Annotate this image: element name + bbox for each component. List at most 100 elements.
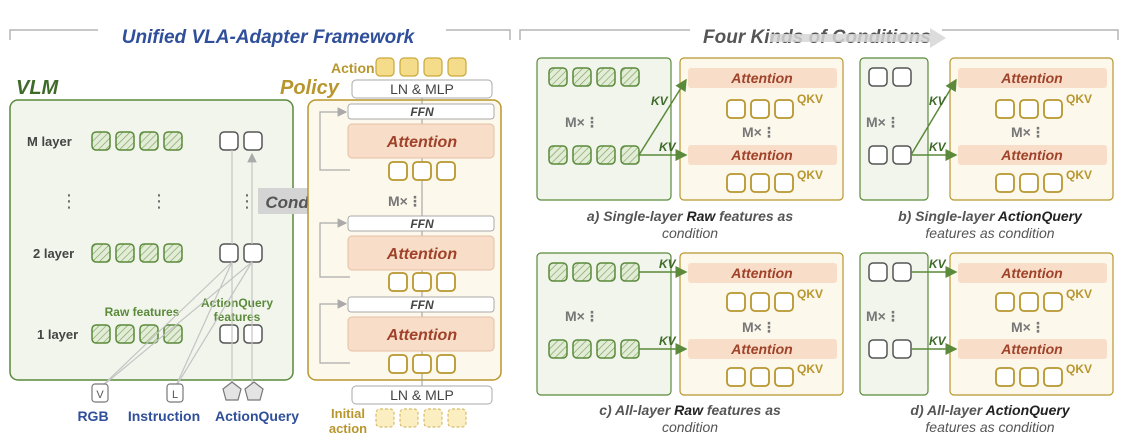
right-title-arrow — [770, 28, 946, 48]
svg-text:⋮: ⋮ — [150, 191, 168, 211]
svg-text:Attention: Attention — [386, 327, 457, 344]
initial-action-label-2: action — [329, 421, 367, 436]
svg-text:Attention: Attention — [730, 265, 792, 281]
panel-b: M×⋮ Attention QKV M×⋮ Attention QKV KV K… — [859, 57, 1114, 241]
svg-text:b) Single-layer ActionQuery: b) Single-layer ActionQuery — [898, 208, 1083, 224]
vlm-actionquery-tokens — [219, 131, 263, 344]
svg-text:M×⋮: M×⋮ — [1011, 124, 1045, 140]
ln-mlp-bottom — [351, 385, 493, 405]
actionquery-pentagon-1 — [222, 381, 242, 401]
svg-text:FFN: FFN — [410, 105, 434, 119]
panel-c: M×⋮ Attention QKV M×⋮ Attention QKV KV K… — [536, 252, 844, 435]
svg-text:features as condition: features as condition — [925, 419, 1054, 435]
svg-text:QKV: QKV — [1066, 168, 1092, 182]
attention-box-3 — [347, 316, 495, 352]
ffn-box-2 — [347, 215, 495, 232]
svg-text:d) All-layer ActionQuery: d) All-layer ActionQuery — [910, 402, 1070, 418]
svg-text:a) Single-layer Raw features a: a) Single-layer Raw features as — [587, 208, 793, 224]
layer-2-label: 2 layer — [33, 246, 74, 261]
svg-text:Attention: Attention — [1000, 265, 1062, 281]
attention-box-1 — [347, 123, 495, 159]
svg-text:features as condition: features as condition — [925, 225, 1054, 241]
svg-text:QKV: QKV — [1066, 362, 1092, 376]
svg-text:KV: KV — [929, 334, 947, 348]
rgb-label: RGB — [77, 408, 108, 424]
svg-text:condition: condition — [662, 419, 718, 435]
svg-text:M×⋮: M×⋮ — [742, 124, 776, 140]
raw-features-label: Raw features — [105, 305, 180, 319]
input-actionquery: ActionQuery — [215, 381, 299, 424]
svg-text:QKV: QKV — [1066, 287, 1092, 301]
svg-text:M×⋮: M×⋮ — [866, 114, 900, 130]
svg-text:QKV: QKV — [797, 362, 823, 376]
svg-text:KV: KV — [929, 257, 947, 271]
svg-text:M×⋮: M×⋮ — [866, 308, 900, 324]
svg-text:⋮: ⋮ — [238, 191, 256, 211]
policy-block-3: FFN Attention — [319, 296, 495, 374]
svg-text:M×⋮: M×⋮ — [565, 308, 599, 324]
layer-m-label: M layer — [27, 134, 72, 149]
left-title: Unified VLA-Adapter Framework — [122, 27, 416, 48]
svg-text:QKV: QKV — [797, 92, 823, 106]
svg-text:QKV: QKV — [797, 168, 823, 182]
svg-text:KV: KV — [659, 140, 677, 154]
panel-d: M×⋮ Attention QKV M×⋮ Attention QKV KV K… — [859, 252, 1114, 435]
policy-block-2: FFN Attention — [319, 215, 495, 292]
rgb-glyph-box — [91, 383, 109, 403]
svg-text:Attention: Attention — [730, 70, 792, 86]
panel-d-policy — [949, 252, 1114, 396]
policy-repeat: M×⋮ — [388, 193, 422, 209]
attention-box-2 — [347, 235, 495, 271]
svg-text:Attention: Attention — [1000, 70, 1062, 86]
rgb-glyph: V — [96, 389, 104, 401]
actionquery-features-label-1: ActionQuery — [201, 296, 273, 310]
svg-text:KV: KV — [659, 257, 677, 271]
svg-text:KV: KV — [651, 94, 669, 108]
panel-c-vlm — [536, 252, 672, 396]
instruction-glyph-box — [166, 383, 184, 403]
actionquery-pentagon-2 — [244, 381, 264, 401]
vlm-title: VLM — [16, 77, 60, 99]
layer-1-label: 1 layer — [37, 327, 78, 342]
initial-action-label-1: Initial — [331, 406, 365, 421]
svg-text:KV: KV — [659, 334, 677, 348]
svg-text:condition: condition — [662, 225, 718, 241]
ln-mlp-bottom-label: LN & MLP — [390, 387, 454, 403]
instruction-glyph: L — [172, 389, 178, 401]
svg-text:FFN: FFN — [410, 217, 434, 231]
svg-text:KV: KV — [929, 94, 947, 108]
instruction-label: Instruction — [128, 408, 200, 424]
svg-text:M×⋮: M×⋮ — [565, 114, 599, 130]
ln-mlp-top-label: LN & MLP — [390, 81, 454, 97]
action-tokens — [375, 57, 467, 77]
policy-title: Policy — [280, 77, 340, 99]
svg-text:QKV: QKV — [1066, 92, 1092, 106]
ffn-box-1 — [347, 103, 495, 120]
svg-text:Attention: Attention — [386, 246, 457, 263]
svg-text:Attention: Attention — [730, 341, 792, 357]
svg-text:KV: KV — [929, 140, 947, 154]
vlm-flow-lines — [99, 150, 257, 389]
policy-block-1: FFN Attention — [319, 103, 495, 181]
actionquery-label: ActionQuery — [215, 408, 299, 424]
svg-text:Attention: Attention — [1000, 341, 1062, 357]
header-brackets — [9, 29, 1119, 40]
svg-text:Attention: Attention — [1000, 147, 1062, 163]
svg-text:Attention: Attention — [730, 147, 792, 163]
svg-text:⋮: ⋮ — [60, 191, 78, 211]
svg-text:M×⋮: M×⋮ — [1011, 319, 1045, 335]
action-label: Action — [331, 60, 375, 76]
panel-a: M×⋮ Attention QKV M×⋮ Attention QKV KV K… — [536, 57, 844, 241]
vlm-raw-feature-tokens — [91, 131, 183, 344]
ffn-box-3 — [347, 296, 495, 313]
actionquery-features-label-2: features — [214, 310, 261, 324]
vlm-layer-labels: M layer 2 layer 1 layer — [27, 134, 78, 342]
svg-text:FFN: FFN — [410, 298, 434, 312]
panel-c-policy — [679, 252, 844, 396]
input-instruction: L Instruction — [128, 383, 200, 424]
panel-d-vlm — [859, 252, 929, 396]
input-rgb: V RGB — [77, 383, 109, 424]
svg-text:QKV: QKV — [797, 287, 823, 301]
panel-a-vlm — [536, 57, 672, 201]
